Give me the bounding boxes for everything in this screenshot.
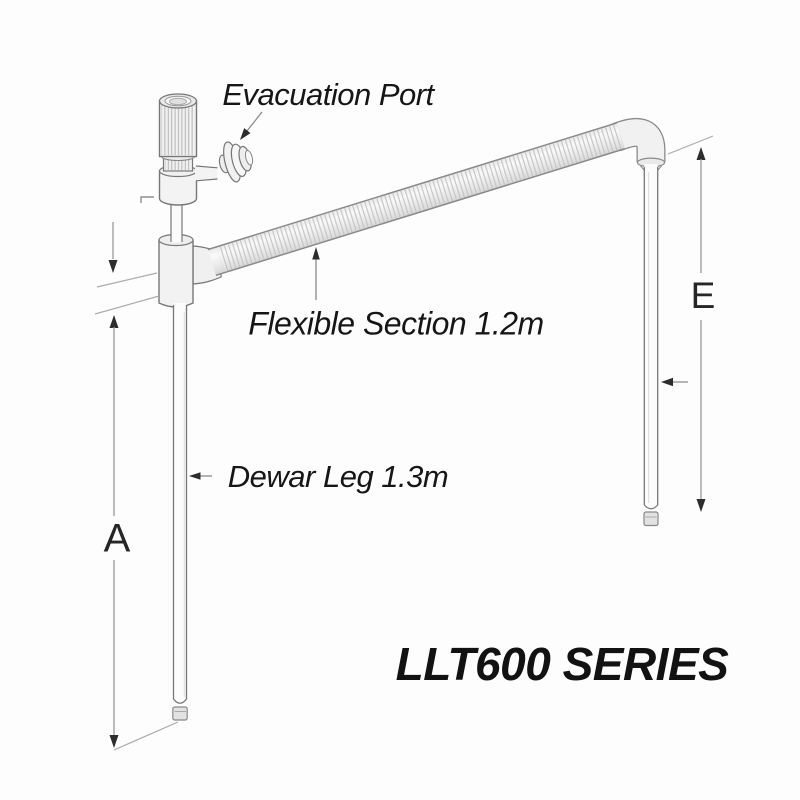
- leader-arrowhead-icon: [240, 128, 251, 140]
- transfer-leg-tip: [643, 511, 659, 527]
- dewar-leg-leader-arrow: [189, 472, 212, 480]
- down-arrowhead-icon: [696, 499, 706, 512]
- evacuation-port-label: Evacuation Port: [222, 77, 434, 112]
- dewar-leg-label: Dewar Leg 1.3m: [227, 459, 449, 494]
- dimension-extension-lines: [94, 135, 714, 751]
- tee-junction: [158, 233, 222, 308]
- dimension-e-line: [696, 147, 706, 512]
- dewar-leg-tube: [172, 303, 188, 721]
- dimension-e-label: E: [690, 275, 716, 316]
- flexible-hose: [207, 122, 625, 277]
- tee-offset-dimension: [108, 222, 118, 273]
- flexible-section-label: Flexible Section 1.2m: [248, 305, 544, 342]
- elbow-fitting: [609, 117, 666, 172]
- left-arrowhead-icon: [189, 472, 201, 480]
- valve-assembly: [158, 93, 254, 206]
- up-arrowhead-icon: [312, 247, 320, 260]
- series-title: LLT600 SERIES: [395, 638, 729, 690]
- dimension-a-label: A: [103, 516, 131, 561]
- dewar-leg-tip: [172, 706, 188, 721]
- transfer-leg-pointer-arrow: [661, 377, 688, 387]
- flexible-section-leader-arrow: [312, 247, 320, 300]
- down-arrowhead-icon: [108, 260, 118, 273]
- down-arrowhead-icon: [109, 735, 119, 748]
- left-arrowhead-icon: [661, 377, 673, 387]
- up-arrowhead-icon: [109, 315, 119, 328]
- transfer-leg-tube: [643, 164, 659, 527]
- up-arrowhead-icon: [696, 147, 706, 160]
- evacuation-port-fitting: [218, 141, 254, 183]
- valve-stem-tube: [170, 202, 183, 242]
- dimension-a-line: [109, 315, 119, 748]
- evacuation-port-leader-arrow: [240, 111, 263, 140]
